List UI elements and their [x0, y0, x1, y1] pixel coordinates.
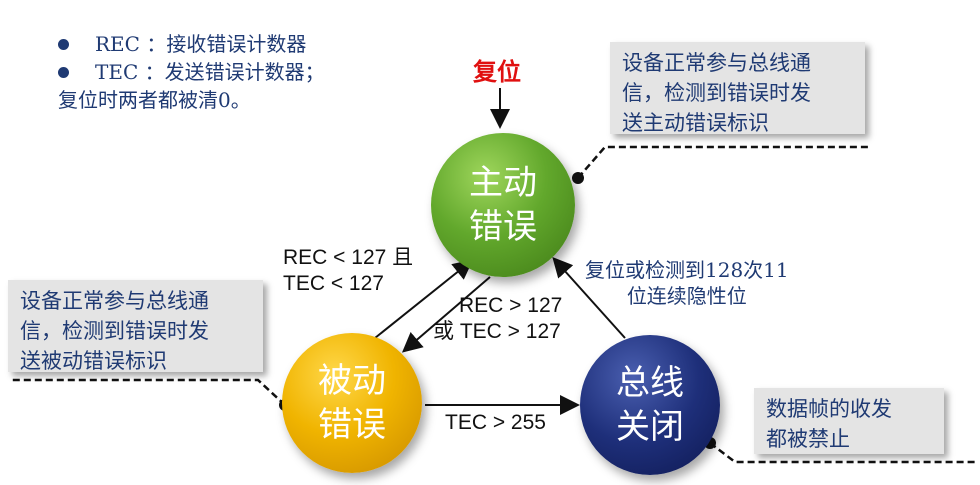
state-passive-line-2: 错误	[318, 405, 386, 445]
legend-footnote: 复位时两者都被清0。	[58, 88, 251, 112]
state-busoff-line-1: 总线	[616, 363, 684, 403]
transition-active-to-passive-line-2: 或 TEC > 127	[433, 320, 561, 343]
note-passive: 设备正常参与总线通 信，检测到错误时发 送被动错误标识	[8, 280, 263, 373]
legend-item-rec: REC ：接收错误计数器	[58, 30, 325, 58]
bullet-icon	[58, 38, 69, 50]
note-passive-line-2: 信，检测到错误时发	[20, 319, 209, 343]
note-busoff-line-1: 数据帧的收发	[766, 397, 892, 421]
callout-line-active	[577, 145, 870, 179]
reset-label: 复位	[473, 58, 521, 86]
note-passive-line-3: 送被动错误标识	[20, 349, 167, 373]
callout-line-busoff	[709, 442, 975, 464]
callout-dot-active	[572, 172, 584, 184]
state-passive-line-1: 被动	[318, 361, 386, 401]
transition-passive-to-busoff: TEC > 255	[445, 411, 546, 434]
arrow-active-to-passive	[401, 276, 491, 353]
transition-busoff-to-active-line-1: 复位或检测到128次11	[585, 258, 789, 282]
note-active-line-2: 信，检测到错误时发	[622, 81, 811, 105]
arrow-passive-to-active	[374, 259, 474, 339]
legend-text-tec: TEC ：发送错误计数器；	[95, 60, 325, 84]
state-active-line-1: 主动	[469, 163, 537, 203]
transition-passive-to-active: REC < 127 且 TEC < 127	[283, 245, 413, 297]
transition-passive-to-active-line-1: REC < 127 且	[283, 246, 414, 269]
transition-busoff-to-active: 复位或检测到128次11 位连续隐性位	[585, 257, 789, 309]
legend: REC ：接收错误计数器 TEC ：发送错误计数器； 复位时两者都被清0。	[58, 30, 325, 114]
transition-passive-to-active-line-2: TEC < 127	[283, 272, 384, 295]
arrow-busoff-to-active	[552, 257, 626, 339]
transition-busoff-to-active-line-2: 位连续隐性位	[626, 284, 747, 308]
note-busoff-line-2: 都被禁止	[766, 427, 850, 451]
legend-item-tec: TEC ：发送错误计数器；	[58, 58, 325, 86]
state-error-passive: 被动 错误	[282, 333, 422, 473]
transition-active-to-passive: REC > 127 或 TEC > 127	[433, 293, 562, 345]
note-busoff: 数据帧的收发 都被禁止	[754, 388, 944, 454]
state-bus-off: 总线 关闭	[580, 335, 720, 475]
callout-line-passive	[10, 378, 286, 406]
note-passive-line-1: 设备正常参与总线通	[20, 289, 209, 313]
state-busoff-line-2: 关闭	[616, 407, 684, 447]
note-active-line-3: 送主动错误标识	[622, 111, 769, 135]
state-active-line-2: 错误	[469, 207, 537, 247]
note-active-line-1: 设备正常参与总线通	[622, 51, 811, 75]
legend-text-rec: REC ：接收错误计数器	[95, 32, 307, 56]
bullet-icon	[58, 66, 69, 78]
transition-active-to-passive-line-1: REC > 127	[459, 294, 563, 317]
note-active: 设备正常参与总线通 信，检测到错误时发 送主动错误标识	[610, 42, 865, 135]
state-error-active: 主动 错误	[431, 133, 575, 277]
